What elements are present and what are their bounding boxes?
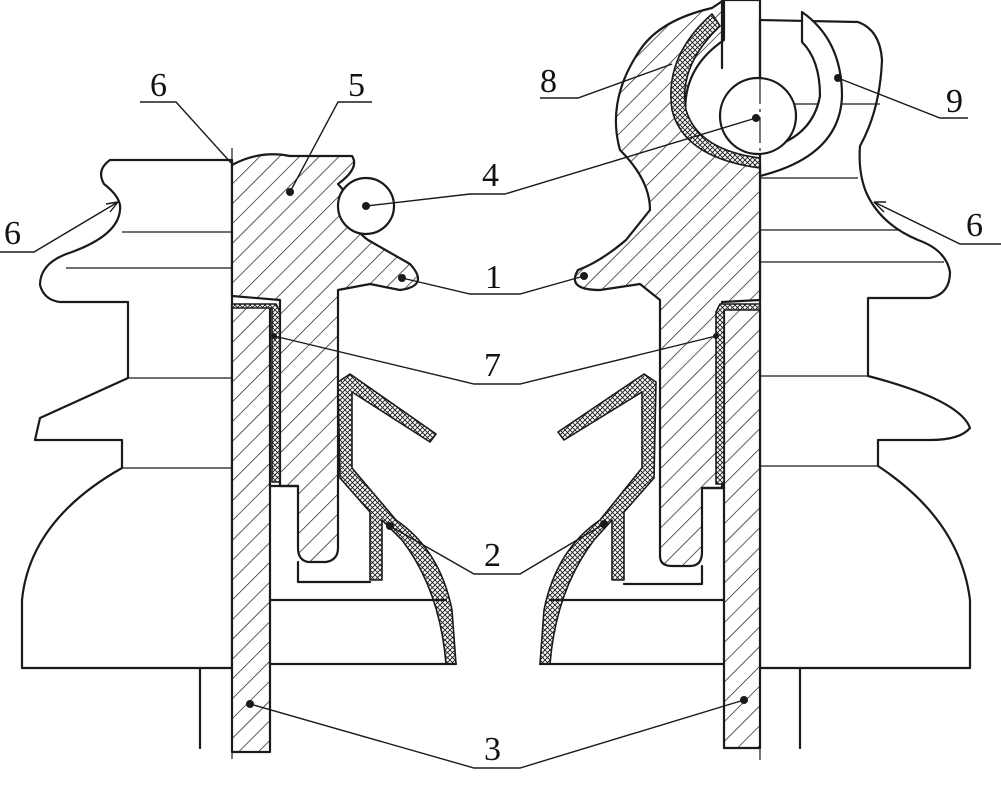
right-porcelain-outline <box>758 18 972 670</box>
callout-6-left: 6 <box>4 215 21 252</box>
left-rod <box>230 303 272 754</box>
right-rod <box>722 303 762 750</box>
callout-2: 2 <box>484 537 501 574</box>
right-washer <box>539 373 657 665</box>
callout-labels: 6 5 6 4 1 7 2 3 8 9 6 <box>4 63 983 768</box>
callout-9: 9 <box>946 83 963 120</box>
left-porcelain-outline <box>20 158 234 670</box>
callout-8: 8 <box>540 63 557 100</box>
left-washer <box>337 373 457 665</box>
left-cap <box>230 153 420 564</box>
right-half-view <box>538 0 972 750</box>
left-half-view <box>20 153 458 754</box>
callout-5: 5 <box>348 67 365 104</box>
callout-1: 1 <box>485 259 502 296</box>
callout-3: 3 <box>484 731 501 768</box>
callout-6-top: 6 <box>150 67 167 104</box>
callout-6-right: 6 <box>966 207 983 244</box>
right-clevis <box>758 10 844 178</box>
leader-lines <box>0 63 1001 769</box>
right-seal-layer <box>715 303 761 485</box>
callout-7: 7 <box>484 347 501 384</box>
callout-4: 4 <box>482 157 499 194</box>
